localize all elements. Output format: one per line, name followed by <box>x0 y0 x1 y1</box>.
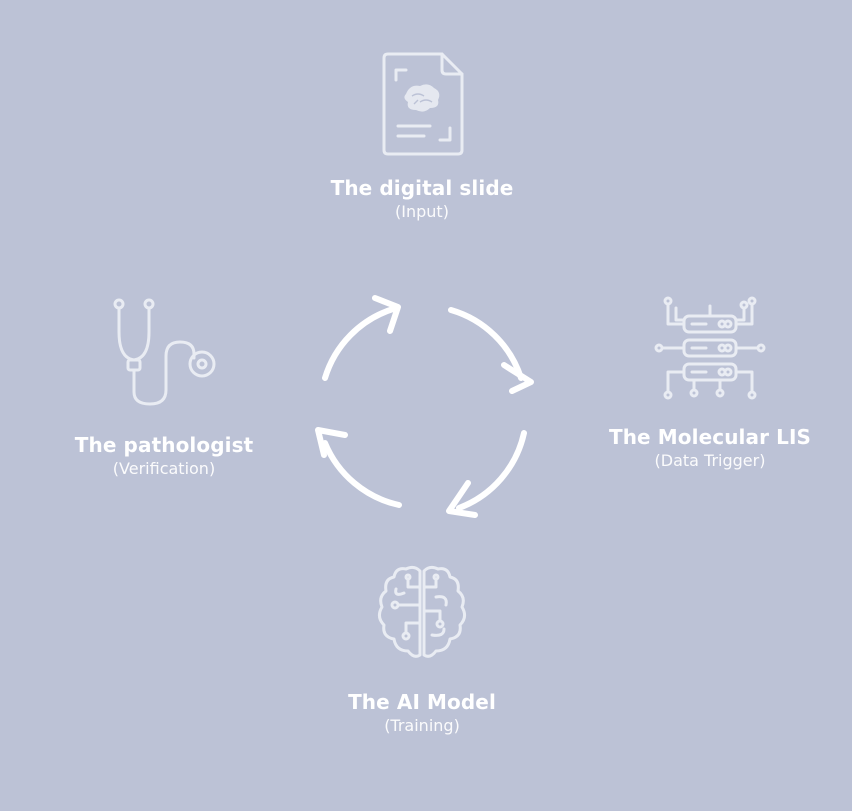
node-title: The Molecular LIS <box>608 425 812 449</box>
node-subtitle: (Data Trigger) <box>654 451 766 470</box>
node-title: The digital slide <box>330 176 514 200</box>
cycle-arrows <box>315 295 534 518</box>
arrow-to-slide <box>322 295 401 381</box>
node-molecular-lis: The Molecular LIS (Data Trigger) <box>594 292 826 472</box>
arrow-to-lis <box>448 307 534 394</box>
stethoscope-icon <box>113 298 216 406</box>
arrow-to-ai-model <box>446 430 527 518</box>
node-subtitle: (Training) <box>384 716 460 735</box>
node-title: The AI Model <box>348 690 496 714</box>
node-subtitle: (Input) <box>395 202 449 221</box>
node-digital-slide: The digital slide (Input) <box>272 52 572 223</box>
node-pathologist: The pathologist (Verification) <box>52 296 276 480</box>
document-icon <box>382 52 464 156</box>
circuit-icon <box>654 296 766 400</box>
arrow-to-pathologist <box>315 427 402 508</box>
node-title: The pathologist <box>74 433 254 457</box>
node-ai-model: The AI Model (Training) <box>272 563 572 737</box>
brain-icon <box>377 565 467 658</box>
node-subtitle: (Verification) <box>112 459 216 478</box>
